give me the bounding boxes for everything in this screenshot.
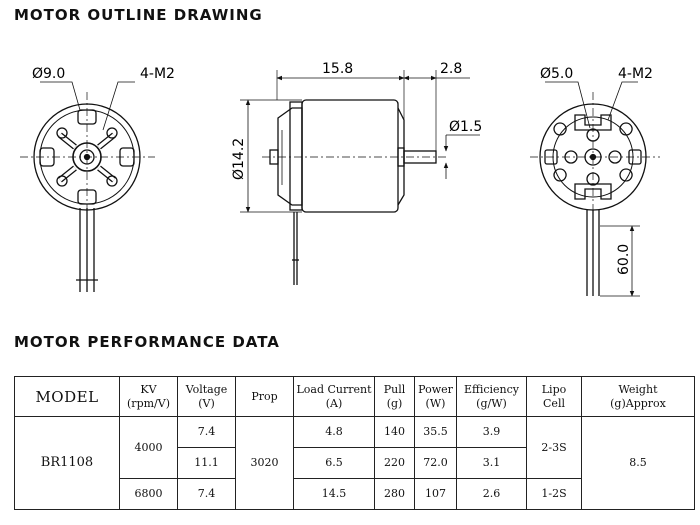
side-view — [240, 70, 480, 285]
header-prop: Prop — [235, 376, 294, 417]
cell-lipo: 1-2S — [526, 478, 582, 510]
front-holes-label: 4-M2 — [140, 66, 175, 82]
front-view — [20, 81, 155, 292]
cell-prop: 3020 — [235, 416, 294, 510]
cell-voltage: 7.4 — [177, 416, 236, 448]
header-efficiency: Efficiency(g/W) — [456, 376, 527, 417]
cell-current: 6.5 — [293, 447, 375, 479]
header-voltage: Voltage(V) — [177, 376, 236, 417]
side-shaft-diameter-label: Ø1.5 — [449, 119, 482, 135]
cell-power: 72.0 — [414, 447, 457, 479]
cell-lipo: 2-3S — [526, 416, 582, 479]
rear-lead-length-label: 60.0 — [616, 244, 632, 275]
table-row: 11.1 6.5 220 72.0 3.1 — [15, 447, 695, 479]
side-length-label: 15.8 — [322, 61, 353, 77]
side-diameter-label: Ø14.2 — [231, 138, 247, 180]
cell-current: 4.8 — [293, 416, 375, 448]
outline-heading: MOTOR OUTLINE DRAWING — [14, 6, 263, 24]
cell-power: 35.5 — [414, 416, 457, 448]
cell-kv: 6800 — [119, 478, 178, 510]
header-model: MODEL — [14, 376, 120, 417]
header-current: Load Current(A) — [293, 376, 375, 417]
rear-diameter-label: Ø5.0 — [540, 66, 573, 82]
rear-holes-label: 4-M2 — [618, 66, 653, 82]
cell-pull: 280 — [374, 478, 415, 510]
side-shaft-length-label: 2.8 — [440, 61, 462, 77]
cell-weight: 8.5 — [581, 416, 695, 510]
cell-pull: 220 — [374, 447, 415, 479]
cell-kv: 4000 — [119, 416, 178, 479]
cell-efficiency: 3.9 — [456, 416, 527, 448]
front-diameter-label: Ø9.0 — [32, 66, 65, 82]
table-row: 6800 7.4 14.5 280 107 2.6 1-2S — [15, 478, 695, 510]
performance-table: MODEL KV(rpm/V) Voltage(V) Prop Load Cur… — [14, 376, 695, 510]
table-header-row: MODEL KV(rpm/V) Voltage(V) Prop Load Cur… — [14, 376, 695, 417]
rear-view — [530, 81, 660, 297]
header-kv: KV(rpm/V) — [119, 376, 178, 417]
header-weight: Weight(g)Approx — [581, 376, 695, 417]
performance-heading: MOTOR PERFORMANCE DATA — [14, 333, 280, 351]
motor-outline-drawing: Ø9.0 4-M2 15.8 2.8 Ø14.2 Ø1.5 — [20, 61, 660, 297]
cell-voltage: 7.4 — [177, 478, 236, 510]
header-pull: Pull(g) — [374, 376, 415, 417]
cell-model: BR1108 — [14, 416, 120, 510]
cell-efficiency: 3.1 — [456, 447, 527, 479]
cell-power: 107 — [414, 478, 457, 510]
cell-current: 14.5 — [293, 478, 375, 510]
cell-efficiency: 2.6 — [456, 478, 527, 510]
table-row: BR1108 4000 7.4 3020 4.8 140 35.5 3.9 2-… — [14, 416, 695, 510]
cell-pull: 140 — [374, 416, 415, 448]
cell-voltage: 11.1 — [177, 447, 236, 479]
header-power: Power(W) — [414, 376, 457, 417]
